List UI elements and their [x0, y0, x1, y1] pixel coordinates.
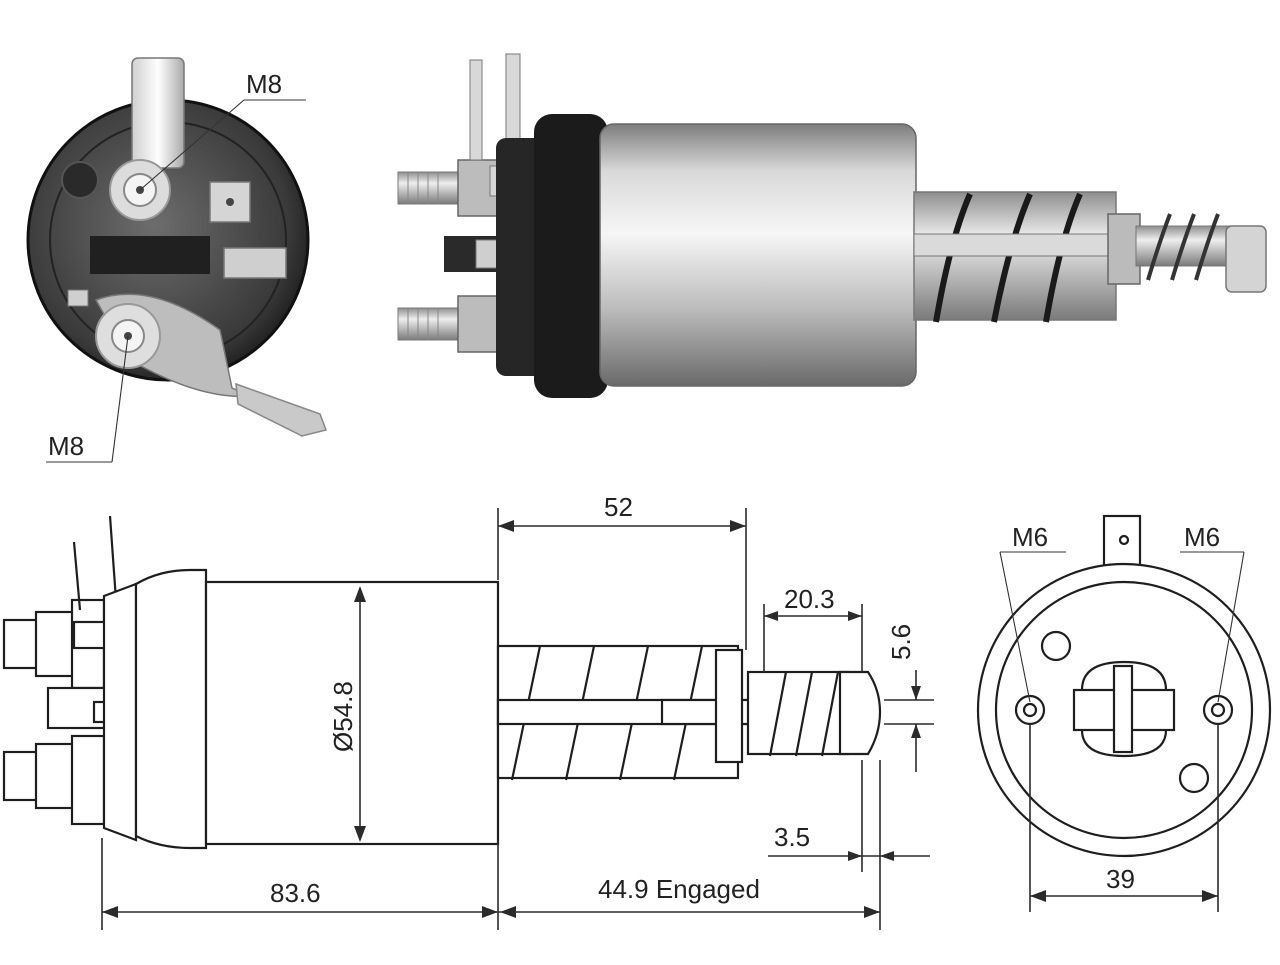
label-length-body: 83.6 — [270, 878, 321, 908]
leader-m6-left — [999, 551, 1031, 703]
label-m8-bottom: M8 — [48, 431, 84, 461]
photo-front-view — [26, 57, 327, 437]
leader-line-bottom — [111, 335, 129, 463]
label-rod-offset: 3.5 — [774, 822, 810, 852]
label-spring-length: 20.3 — [784, 584, 835, 614]
label-m6-right: M6 — [1184, 522, 1220, 552]
label-m8-top: M8 — [246, 69, 282, 99]
arrows-35 — [848, 851, 894, 861]
label-diameter: Ø54.8 — [328, 681, 358, 752]
label-end-width: 39 — [1106, 864, 1135, 894]
drawing-end-view — [976, 514, 1272, 858]
label-length-engaged: 44.9 Engaged — [598, 874, 760, 904]
photo-side-view — [397, 53, 1267, 398]
label-m6-left: M6 — [1012, 522, 1048, 552]
drawing-side-view — [2, 515, 882, 850]
leader-line-top — [139, 99, 245, 191]
label-rod-diameter: 5.6 — [886, 624, 916, 660]
leader-m6-right — [1217, 551, 1245, 703]
arrows-56 — [911, 686, 921, 738]
label-plunger-length: 52 — [604, 492, 633, 522]
